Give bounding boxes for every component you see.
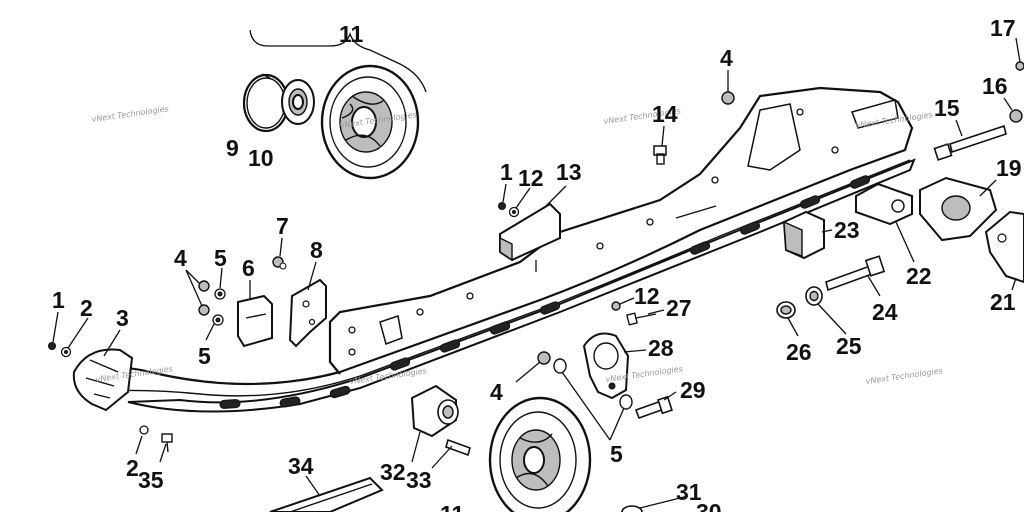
callout: 19 — [996, 155, 1022, 181]
watermark: vNext Technologies — [865, 366, 943, 386]
callout: 27 — [666, 295, 692, 321]
nut-4-left — [198, 280, 210, 292]
slide-rail — [79, 86, 916, 413]
wheel-hub-32 — [410, 384, 459, 438]
callout: 33 — [406, 467, 432, 493]
callout: 1 — [52, 287, 65, 313]
block-23 — [782, 210, 825, 260]
callout: 11 — [440, 501, 465, 512]
callout: 30 — [696, 499, 722, 512]
callout: 11 — [339, 21, 364, 47]
washer-2-bottom — [139, 425, 149, 435]
washer-5-left-top — [214, 288, 226, 300]
callout: 7 — [276, 213, 289, 239]
callout: 34 — [288, 453, 314, 479]
bracket-21 — [984, 210, 1024, 284]
nut-16 — [1009, 109, 1023, 123]
callout: 13 — [556, 159, 582, 185]
bracket-6 — [237, 294, 273, 348]
callout: 28 — [648, 335, 674, 361]
callout: 23 — [834, 217, 860, 243]
spacer-26 — [776, 301, 796, 319]
plate-8 — [288, 278, 327, 348]
callout: 17 — [990, 15, 1016, 41]
callout: 25 — [836, 333, 862, 359]
callout: 10 — [248, 145, 274, 171]
callout: 12 — [518, 165, 544, 191]
washer-2-left — [60, 346, 72, 358]
bolt-33 — [445, 438, 471, 457]
callout: 5 — [610, 441, 623, 467]
bolt-24 — [825, 255, 886, 292]
callout: 12 — [634, 283, 660, 309]
callout: 15 — [934, 95, 960, 121]
wear-strip-34 — [269, 476, 384, 512]
callout: 5 — [198, 343, 211, 369]
callout: 31 — [676, 479, 702, 505]
callout: 32 — [380, 459, 406, 485]
bolt-14 — [653, 145, 667, 165]
callout: 4 — [174, 245, 187, 271]
bearing-10 — [281, 79, 315, 125]
callout: 1 — [500, 159, 513, 185]
callout: 21 — [990, 289, 1016, 315]
callout: 8 — [310, 237, 323, 263]
part-31 — [621, 505, 643, 512]
nut-1-mid — [498, 202, 506, 210]
nut-7 — [272, 256, 287, 270]
bracket-28 — [582, 332, 630, 400]
block-22 — [855, 182, 913, 226]
callout: 5 — [214, 245, 227, 271]
callout: 3 — [116, 305, 129, 331]
callout: 35 — [138, 467, 164, 493]
callout: 14 — [652, 101, 678, 127]
callout: 16 — [982, 73, 1008, 99]
callout: 26 — [786, 339, 812, 365]
bracket-11 — [249, 29, 427, 93]
callouts: 11 9 10 4 14 15 17 16 19 1 12 13 7 4 5 6… — [52, 15, 1022, 512]
bolt-35 — [161, 433, 173, 453]
callout: 9 — [226, 135, 239, 161]
bolt-29 — [634, 395, 673, 420]
callout: 4 — [720, 45, 733, 71]
washer-5-lower-a — [553, 358, 567, 374]
callout: 22 — [906, 263, 932, 289]
nut-4-left-bottom — [198, 304, 210, 316]
callout: 29 — [680, 377, 706, 403]
washer-5-left-bottom — [212, 314, 224, 326]
callout: 2 — [126, 455, 139, 481]
callout: 2 — [80, 295, 93, 321]
bracket-19 — [919, 176, 998, 242]
rail-cap-3 — [72, 348, 134, 412]
bolt-27 — [626, 312, 657, 326]
washer-5-lower-b — [619, 394, 633, 410]
washer-17 — [1015, 61, 1024, 71]
callout: 4 — [490, 379, 503, 405]
washer-12-right — [611, 301, 621, 311]
callout: 24 — [872, 299, 898, 325]
idler-wheel-11-bottom — [488, 396, 592, 512]
nut-25 — [805, 286, 823, 306]
block-13 — [499, 202, 561, 272]
nut-4-lower — [537, 351, 551, 365]
bolt-15 — [933, 124, 1007, 161]
leader-lines — [52, 37, 1021, 509]
washer-12-mid — [508, 206, 520, 218]
idler-wheel-11-top — [320, 64, 420, 180]
nut-4-top — [721, 91, 735, 105]
watermark: vNext Technologies — [91, 104, 169, 124]
callout: 6 — [242, 255, 255, 281]
nut-1-left — [48, 342, 56, 350]
